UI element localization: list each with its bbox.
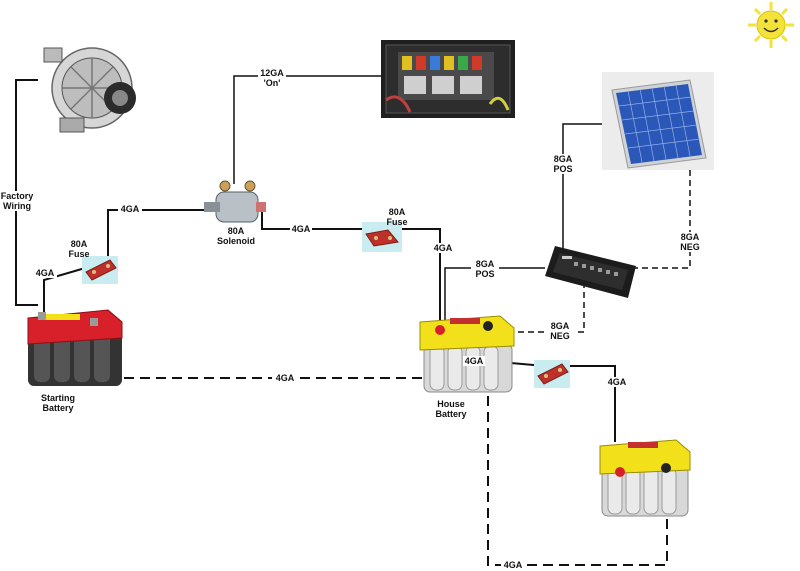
wire-gauge-label: 4GA — [463, 356, 485, 366]
fuse-label: 80A Fuse — [68, 239, 90, 259]
wire-gauge-label: 4GA — [432, 243, 454, 253]
factory-wiring-label: Factory Wiring — [0, 191, 34, 211]
solenoid-icon — [204, 180, 266, 223]
wire-solenoid-fuse2 — [261, 210, 372, 230]
wire-fuse2-house — [388, 228, 441, 320]
charge-controller-icon — [545, 246, 636, 298]
fuse-icon — [362, 222, 402, 252]
wire-gauge-label: 4GA — [118, 204, 142, 214]
wire-fuse-solenoid — [107, 209, 210, 266]
wire-gauge-label: 8GA NEG — [677, 232, 703, 252]
wire-8ga-neg-panel — [632, 170, 691, 269]
wire-gauge-label: 4GA — [272, 373, 298, 383]
wire-gauge-label: 8GA POS — [471, 259, 499, 279]
wire-gauge-label: 12GA 'On' — [258, 68, 286, 88]
wire-12ga — [233, 75, 381, 184]
alternator-icon — [43, 47, 136, 133]
wire-gauge-label: 4GA — [290, 224, 312, 234]
fuse-icon — [82, 256, 118, 284]
wire-start-fuse — [43, 265, 93, 318]
wire-gauge-label: 4GA — [33, 268, 57, 278]
fuse-icon — [534, 360, 570, 388]
starting-battery-label: Starting Battery — [40, 393, 75, 413]
wire-fuse3-second — [565, 365, 616, 442]
wire-gauge-label: 8GA NEG — [546, 321, 574, 341]
wire-8ga-pos-house — [444, 267, 545, 320]
solenoid-label: 80A Solenoid — [217, 226, 255, 246]
fuse-label: 80A Fuse — [386, 207, 408, 227]
wire-gauge-label: 4GA — [501, 560, 525, 570]
wire-8ga-pos-panel — [562, 123, 602, 255]
starting-battery-icon — [27, 309, 123, 386]
wire-gauge-label: 4GA — [605, 377, 629, 387]
second-house-battery-icon — [599, 439, 691, 517]
wires — [15, 75, 616, 442]
wire-ground-start-house — [91, 330, 470, 379]
house-battery-icon — [419, 315, 515, 393]
wire-8ga-neg-house — [496, 282, 585, 333]
fuse-box-icon — [381, 40, 515, 118]
house-battery-label: House Battery — [435, 399, 467, 419]
solar-panel-icon — [602, 72, 714, 170]
sun-icon — [748, 2, 794, 48]
wire-gauge-label: 8GA POS — [550, 154, 576, 174]
wire-ground-bottom — [470, 349, 668, 566]
